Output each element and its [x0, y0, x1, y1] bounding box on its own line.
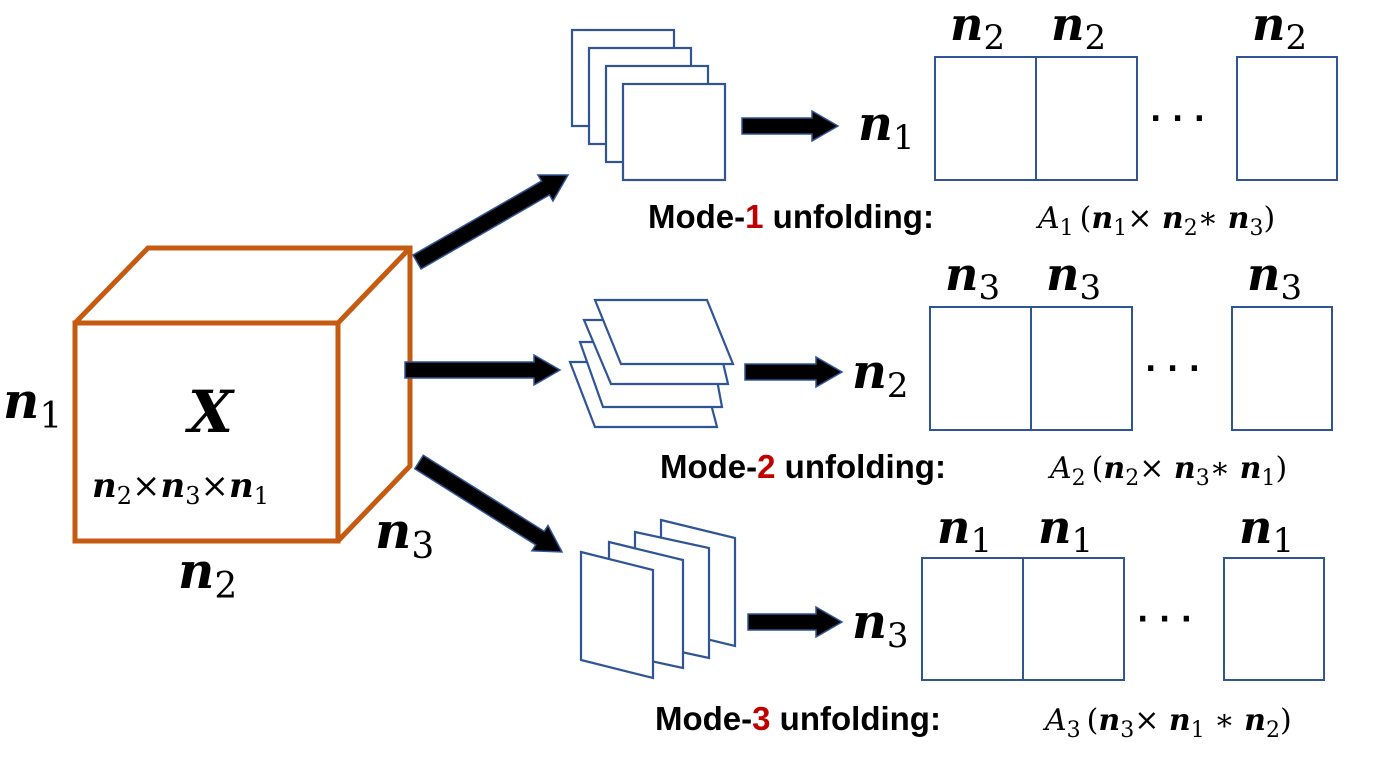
cube-front-face	[72, 320, 341, 544]
unfolding-formula: A3(n3× n1 ∗ n2)	[1042, 703, 1292, 743]
column-block-label: n3	[945, 247, 1000, 308]
matrix-block	[1223, 557, 1325, 681]
slice	[579, 550, 655, 680]
column-block-label: n2	[950, 0, 1005, 58]
matrix-block	[921, 557, 1024, 681]
matrix-block	[1030, 306, 1133, 431]
row-label: n2	[852, 344, 909, 406]
matrix-block	[929, 306, 1032, 431]
row-label: n3	[852, 594, 909, 656]
column-block-label: n2	[1051, 0, 1106, 58]
ellipsis: · · ·	[1150, 102, 1205, 137]
arrow-mode2-unfold	[744, 355, 844, 389]
unfolding-formula: A2(n2× n3∗ n1)	[1047, 451, 1287, 491]
mode2-slices	[568, 298, 735, 429]
column-block-label: n3	[1247, 247, 1302, 308]
slice	[593, 298, 735, 366]
slice	[621, 82, 727, 182]
cube-height-label: n1	[3, 371, 62, 437]
column-block-label: n1	[1239, 500, 1294, 561]
ellipsis: · · ·	[1137, 602, 1192, 637]
matrix-block	[934, 56, 1037, 181]
column-block-label: n3	[1046, 247, 1101, 308]
tensor-cube	[72, 245, 413, 544]
cube-depth-label: n3	[375, 501, 434, 567]
mode-caption: Mode-1 unfolding:	[648, 198, 934, 235]
mode3-slices	[579, 518, 737, 680]
row-label: n1	[858, 96, 915, 158]
arrow-to-mode2-slices	[404, 353, 562, 387]
tensor-symbol: X	[184, 378, 235, 446]
arrows	[404, 109, 844, 639]
matrix-block	[1022, 557, 1125, 681]
matrix-block	[1035, 56, 1138, 181]
arrow-mode1-unfold	[741, 109, 840, 143]
arrow-to-mode3-slices	[413, 454, 564, 553]
matrix-block	[1231, 306, 1333, 431]
column-block-label: n1	[1038, 500, 1093, 561]
arrow-to-mode1-slices	[411, 174, 570, 270]
mode-caption: Mode-2 unfolding:	[660, 448, 946, 485]
mode-caption: Mode-3 unfolding:	[655, 700, 941, 737]
ellipsis: · · ·	[1145, 352, 1200, 387]
cube-depth-edge	[336, 246, 412, 325]
mode1-slices	[570, 28, 727, 182]
unfolding-formula: A1(n1× n2∗ n3)	[1035, 201, 1275, 241]
matrix-block	[1236, 56, 1338, 181]
arrow-mode3-unfold	[747, 605, 844, 639]
tensor-dimensions: n2×n3×n1	[92, 466, 269, 510]
column-block-label: n1	[937, 500, 992, 561]
cube-width-label: n2	[178, 541, 237, 607]
column-block-label: n2	[1252, 0, 1307, 58]
